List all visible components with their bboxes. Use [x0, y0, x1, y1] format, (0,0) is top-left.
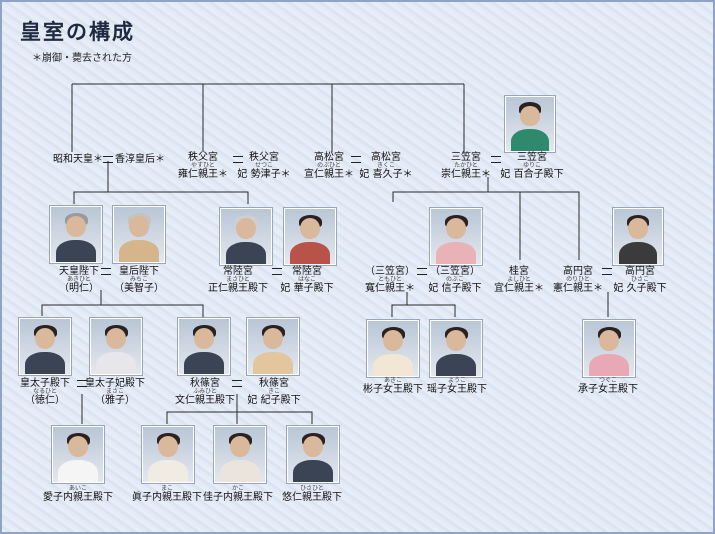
label-kogo: 皇后陛下みちこ（美智子）: [114, 266, 164, 294]
label-tenno: 天皇陛下あきひと（明仁）: [59, 266, 99, 294]
label-akiko: あきこ彬子女王殿下: [363, 377, 423, 396]
page-title: 皇室の構成: [20, 19, 135, 44]
marriage-mark-tomohito: [417, 268, 427, 275]
label-katsura: 桂宮よしひと宜仁親王＊: [494, 266, 544, 294]
label-akishino-m: 秋篠宮ふみひと文仁親王殿下: [175, 378, 235, 406]
label-hitachi-f: 常陸宮はなこ妃 華子殿下: [280, 266, 334, 294]
label-mako: まこ眞子内親王殿下: [132, 485, 202, 504]
photo-kotaishihi: [90, 318, 142, 375]
marriage-mark-mikasa: [491, 156, 501, 163]
photo-takamado-hisako: [613, 208, 663, 265]
label-kojun: 香淳皇后＊: [115, 154, 165, 165]
label-yoko: ようこ瑶子女王殿下: [427, 377, 487, 396]
label-takamado-f: 高円宮ひさこ妃 久子殿下: [613, 266, 667, 294]
label-aiko: あいこ愛子内親王殿下: [43, 485, 113, 504]
photo-akishino-kiko: [247, 318, 299, 375]
label-kotaishi: 皇太子殿下なるひと（徳仁）: [20, 378, 70, 406]
label-chichibu-m: 秩父宮やすひと雍仁親王＊: [178, 152, 228, 180]
label-takamado-m: 高円宮のりひと憲仁親王＊: [553, 266, 603, 294]
marriage-mark-akishino: [232, 380, 242, 387]
photo-yoko: [430, 320, 482, 377]
label-kako: かこ佳子内親王殿下: [203, 485, 273, 504]
label-nobuko: （三笠宮）のぶこ妃 信子殿下: [428, 266, 482, 294]
label-takamatsu-f: 高松宮きくこ妃 喜久子＊: [359, 152, 413, 180]
marriage-mark-showa: [103, 156, 113, 163]
photo-kako: [214, 426, 266, 483]
label-takamatsu-m: 高松宮のぶひと宣仁親王＊: [304, 152, 354, 180]
photo-tsuguko: [583, 320, 635, 377]
photo-mako: [142, 426, 194, 483]
marriage-mark-chichibu: [233, 156, 243, 163]
photo-hitachi-masahito: [220, 208, 272, 265]
photo-aiko: [52, 426, 104, 483]
photo-nobuko: [430, 208, 482, 265]
label-tomohito: （三笠宮）ともひと寬仁親王＊: [365, 266, 415, 294]
label-akishino-f: 秋篠宮きこ妃 紀子殿下: [247, 378, 301, 406]
label-showa: 昭和天皇＊: [53, 154, 103, 165]
marriage-mark-tenno: [101, 268, 111, 275]
marriage-mark-kotaishi: [77, 380, 87, 387]
photo-akishino-fumihito: [178, 318, 230, 375]
deceased-note: ＊崩御・薨去された方: [32, 53, 132, 64]
photo-tenno: [50, 206, 102, 263]
marriage-mark-takamatsu: [351, 156, 361, 163]
photo-mikasa-yuriko: [505, 96, 555, 152]
photo-akiko: [367, 320, 419, 377]
marriage-mark-takamado: [602, 268, 612, 275]
label-hisahito: ひさひと悠仁親王殿下: [282, 485, 342, 504]
label-kotaishihi: 皇太子妃殿下まさこ（雅子）: [85, 378, 145, 406]
label-hitachi-m: 常陸宮まさひと正仁親王殿下: [208, 266, 268, 294]
label-mikasa-m: 三笠宮たかひと崇仁親王＊: [441, 152, 491, 180]
label-chichibu-f: 秩父宮せつこ妃 勢津子＊: [237, 152, 291, 180]
label-tsuguko: つぐこ承子女王殿下: [578, 377, 638, 396]
label-mikasa-f: 三笠宮ゆりこ妃 百合子殿下: [500, 152, 564, 180]
photo-kogo: [113, 206, 165, 263]
photo-kotaishi: [19, 318, 71, 375]
marriage-mark-hitachi: [272, 268, 282, 275]
photo-hisahito: [287, 426, 339, 483]
photo-hitachi-hanako: [284, 208, 336, 265]
